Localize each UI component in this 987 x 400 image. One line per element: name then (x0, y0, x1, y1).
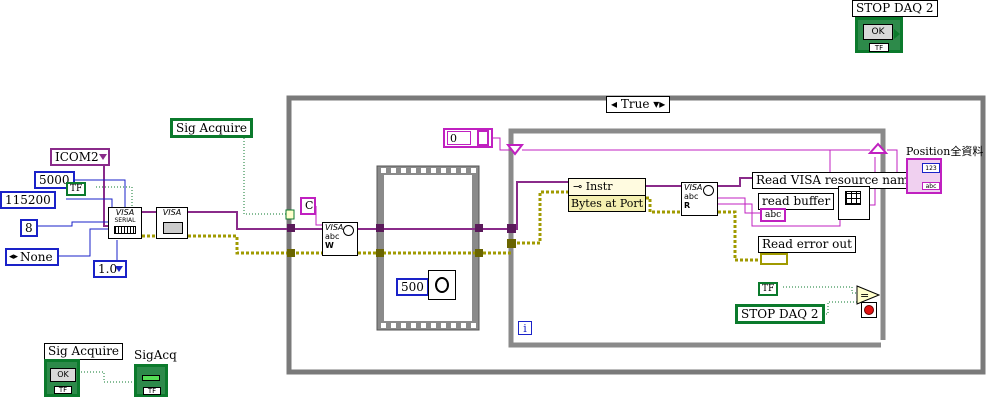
parity-control[interactable]: ◂▸ None (5, 248, 59, 266)
chevron-left-icon: ◂ (611, 97, 618, 111)
stop-daq-top-label: STOP DAQ 2 (852, 0, 938, 17)
visa-close-line1: VISA (162, 208, 182, 217)
read-buffer-label: read buffer (758, 193, 835, 210)
chevron-down-icon (99, 154, 107, 160)
read-buffer-indicator: abc (760, 208, 787, 222)
sequence-perforations (381, 168, 476, 328)
stop-daq-top-button[interactable]: OK TF (855, 17, 903, 53)
property-node[interactable]: ⊸ Instr Bytes at Port (568, 178, 646, 212)
visa-prefix-icon: I (55, 150, 60, 164)
com-port-control[interactable]: ICOM2 (50, 148, 110, 166)
chevron-down-icon (115, 266, 123, 272)
chevron-down-icon: ▾▸ (653, 97, 666, 111)
case-selector-terminal (285, 209, 295, 220)
error-wires (142, 190, 758, 262)
visa-serial-line2: SERIAL (114, 217, 136, 224)
clock-icon (343, 225, 354, 236)
string-constant[interactable]: C (300, 197, 316, 215)
ring-arrows-icon: ◂▸ (9, 252, 19, 262)
stop-daq-local[interactable]: STOP DAQ 2 (735, 304, 825, 324)
stop-terminal[interactable] (861, 302, 877, 318)
visa-serial-line1: VISA (115, 208, 135, 217)
sig-acquire-ok: OK (50, 368, 76, 382)
shift-register-right (867, 142, 889, 154)
tunnel-error-seq-out (475, 249, 483, 257)
svg-text:=: = (860, 289, 869, 302)
numeric-wires (36, 179, 428, 287)
visa-configure-serial-node[interactable]: VISA SERIAL (108, 207, 142, 239)
visa-read-line2: abc (684, 192, 699, 201)
tunnel-visa-loop (507, 224, 516, 233)
visa-write-line3: W (325, 241, 334, 250)
led-icon (142, 375, 160, 381)
stop-bits-control[interactable]: 1.0 (93, 260, 127, 278)
case-selector[interactable]: ◂ True ▾▸ (606, 96, 671, 113)
visa-write-line2: abc (325, 232, 340, 241)
data-bits-control[interactable]: 8 (20, 219, 38, 237)
tunnel-visa-case (287, 224, 295, 232)
visa-read-line3: R (684, 201, 691, 210)
visa-wires (103, 163, 752, 230)
stop-sign-icon (864, 305, 874, 315)
clock-icon (703, 185, 714, 196)
visa-read-line1: VISA (684, 183, 703, 192)
serial-port-icon (114, 226, 136, 234)
array-constant[interactable]: 0 (443, 128, 493, 148)
visa-close-node[interactable]: VISA (156, 207, 188, 239)
wait-ms-constant[interactable]: 500 (396, 278, 429, 296)
property-node-class: ⊸ Instr (569, 179, 645, 196)
key-icon: ⊸ (573, 180, 586, 193)
sig-acquire-button[interactable]: OK TF (44, 359, 80, 397)
stop-daq-top-type: TF (869, 43, 889, 52)
array-grid-icon (845, 191, 861, 205)
array-index: 0 (447, 131, 471, 145)
baud-rate-control[interactable]: 115200 (0, 191, 56, 209)
visa-write-node[interactable]: VISA abc W (322, 222, 358, 256)
visa-write-line1: VISA (325, 223, 344, 232)
case-selector-value: True (620, 97, 650, 111)
error-out-indicator (760, 253, 788, 265)
output-arrow-icon (894, 29, 900, 39)
stop-bool-constant[interactable]: TF (758, 282, 779, 296)
property-node-class-text: Instr (585, 180, 613, 193)
tunnel-error-case (287, 249, 295, 257)
read-error-out-label: Read error out (758, 236, 856, 253)
sig-acquire-label: Sig Acquire (44, 343, 124, 360)
parity-value: None (20, 250, 53, 264)
watch-icon (435, 277, 449, 293)
tunnel-visa-seq-out (475, 224, 483, 232)
com-port-value: COM2 (59, 150, 99, 164)
equal-function-icon[interactable]: = (856, 285, 880, 305)
sigacq-label: SigAcq (134, 348, 177, 362)
property-node-property: Bytes at Port (571, 197, 644, 210)
position-string-tag: abc (922, 182, 940, 190)
sig-acquire-local[interactable]: Sig Acquire (170, 118, 254, 138)
stop-daq-top-ok: OK (863, 24, 893, 40)
stop-bits-value: 1.0 (98, 262, 118, 276)
sigacq-type: TF (143, 387, 161, 395)
sig-acquire-type: TF (54, 386, 72, 394)
tunnel-visa-seq-in (376, 224, 384, 232)
while-loop-frame (508, 128, 886, 348)
sigacq-led: TF (134, 364, 168, 397)
close-icon (163, 222, 183, 234)
build-array-node[interactable] (838, 186, 870, 220)
position-label: Position全資料 (906, 145, 984, 158)
tunnel-error-loop (507, 239, 516, 248)
timeout-control[interactable]: 5000 (34, 171, 75, 189)
visa-read-node[interactable]: VISA abc R (681, 182, 718, 216)
tunnel-error-seq-in (376, 249, 384, 257)
wait-ms-node[interactable] (428, 270, 456, 300)
array-element (477, 130, 489, 146)
read-visa-resource-name-label: Read VISA resource name (752, 172, 920, 189)
bool-constant[interactable]: TF (66, 182, 87, 196)
position-numeric-tag: 123 (922, 163, 940, 173)
shift-register-left (505, 144, 525, 156)
position-indicator: 123 abc (906, 158, 942, 194)
loop-iteration-terminal: i (518, 321, 532, 335)
